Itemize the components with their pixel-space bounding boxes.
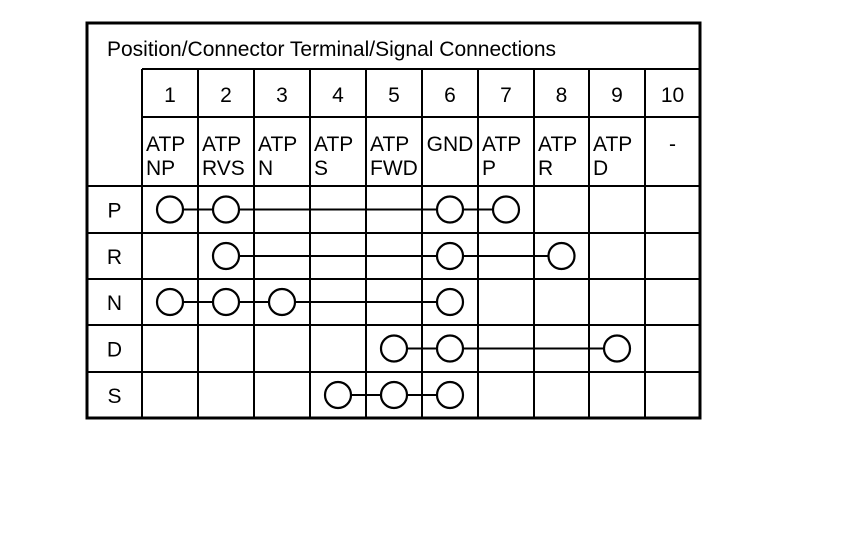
connection-node	[323, 380, 353, 410]
connection-node	[491, 195, 521, 224]
terminal-signal-label: D	[593, 157, 608, 180]
position-label-column: PRN DS	[107, 200, 122, 409]
connection-node	[602, 334, 632, 363]
terminal-signal-label: ATP	[202, 133, 241, 156]
connection-node	[435, 287, 465, 317]
connection-node	[267, 287, 297, 317]
terminal-number: 8	[556, 84, 568, 107]
connection-node	[435, 195, 465, 224]
table-grid	[85, 21, 702, 420]
connection-node	[211, 195, 241, 224]
terminal-signal-label: ATP	[258, 133, 297, 156]
connection-node	[435, 380, 465, 410]
position-label: N	[107, 292, 122, 315]
terminal-signal-label: P	[482, 157, 496, 180]
terminal-signal-label: GND	[427, 133, 474, 156]
position-label: P	[107, 200, 121, 223]
terminal-signal-label: R	[538, 157, 553, 180]
connection-nodes	[155, 195, 632, 410]
terminal-signal-label: ATP	[538, 133, 577, 156]
position-label: R	[107, 246, 122, 269]
connection-node	[547, 241, 576, 271]
connection-node	[155, 287, 185, 317]
terminal-signal-label: ATP	[370, 133, 409, 156]
terminal-number: 6	[444, 84, 456, 107]
position-label: D	[107, 339, 122, 362]
connection-node	[379, 334, 409, 363]
terminal-signal-label: NP	[146, 157, 175, 180]
terminal-number: 1	[164, 84, 176, 107]
terminal-signal-label: -	[669, 133, 676, 156]
terminal-number-row: 1 2 3 4 5 6 7 8 9 10	[164, 84, 684, 107]
terminal-signal-label: ATP	[482, 133, 521, 156]
connection-node	[435, 241, 465, 271]
connection-lines	[183, 208, 604, 396]
terminal-number: 4	[332, 84, 344, 107]
terminal-signal-label: ATP	[314, 133, 353, 156]
table-title: Position/Connector Terminal/Signal Conne…	[107, 38, 556, 61]
table-outer-border	[85, 21, 702, 420]
terminal-number: 5	[388, 84, 400, 107]
terminal-signal-label: S	[314, 157, 328, 180]
terminal-number: 10	[661, 84, 684, 107]
terminal-signal-label: RVS	[202, 157, 245, 180]
connection-node	[379, 380, 409, 410]
connection-node	[435, 334, 465, 363]
terminal-number: 7	[500, 84, 512, 107]
terminal-number: 9	[611, 84, 623, 107]
terminal-signal-label: FWD	[370, 157, 418, 180]
connection-node	[211, 287, 241, 317]
terminal-signal-label: ATP	[146, 133, 185, 156]
terminal-signal-label: N	[258, 157, 273, 180]
terminal-signal-label: ATP	[593, 133, 632, 156]
connection-node	[211, 241, 241, 271]
terminal-number: 2	[220, 84, 232, 107]
terminal-number: 3	[276, 84, 288, 107]
connection-node	[155, 195, 185, 224]
position-label: S	[107, 385, 121, 408]
